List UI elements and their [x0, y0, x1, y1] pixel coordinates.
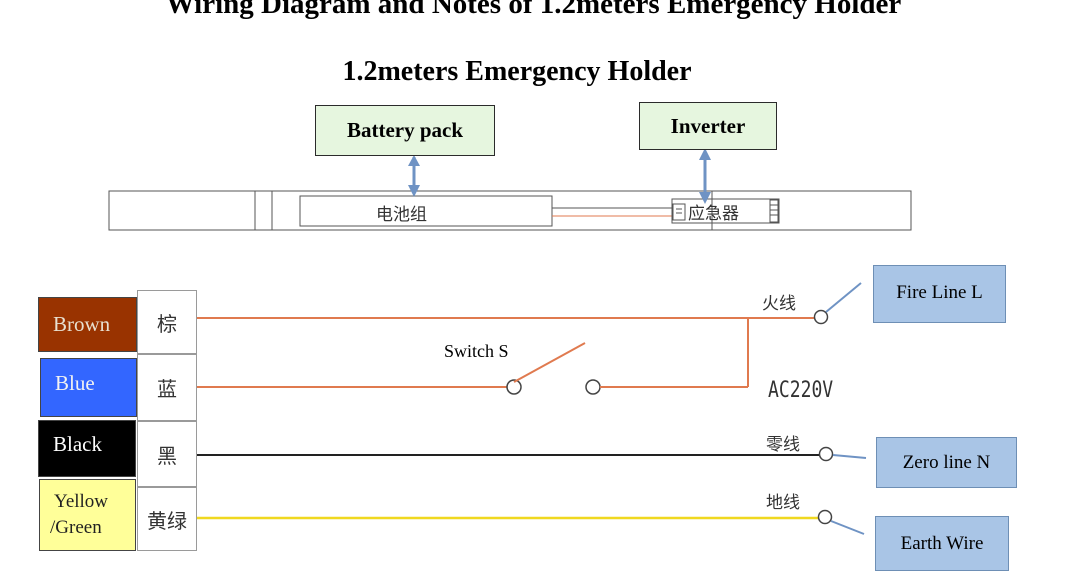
zero-line-label: Zero line N — [902, 451, 991, 473]
switch-lever — [513, 342, 586, 383]
inverter-label: Inverter — [670, 113, 746, 138]
inverter-label-box: Inverter — [639, 102, 777, 150]
wire-cn-blue: 蓝 — [137, 354, 197, 421]
wire-color-green-label: /Green — [50, 517, 102, 538]
wire-cn-black: 黑 — [137, 421, 197, 487]
inverter-terminal-left — [672, 203, 686, 221]
diagram-subtitle: 1.2meters Emergency Holder — [342, 56, 692, 87]
wire-color-blue-label: Blue — [55, 371, 95, 395]
wire-color-yellow-green: Yellow /Green — [39, 479, 136, 551]
wire-color-brown-label: Brown — [53, 312, 111, 336]
battery-pack-cn-label: 电池组 — [376, 205, 427, 225]
switch-contact-right — [585, 379, 601, 395]
zero-line-cn-label: 零线 — [766, 435, 800, 455]
battery-pack-label: Battery pack — [346, 118, 464, 142]
zero-line-terminal — [818, 446, 834, 462]
earth-wire-label-box: Earth Wire — [875, 516, 1009, 571]
fire-line-cn-label: 火线 — [762, 294, 796, 314]
page-title: Wiring Diagram and Notes of 1.2meters Em… — [165, 0, 902, 20]
voltage-label: AC220V — [768, 378, 834, 403]
switch-label: Switch S — [444, 341, 509, 361]
switch-contact-left — [506, 379, 522, 395]
battery-pack-label-box: Battery pack — [315, 105, 495, 156]
wire-color-black-label: Black — [53, 432, 102, 456]
wire-color-blue: Blue — [40, 358, 137, 417]
wire-color-yellow-label: Yellow — [54, 491, 109, 512]
earth-wire-terminal — [817, 509, 833, 525]
wire-color-black: Black — [38, 420, 136, 477]
wire-cn-brown: 棕 — [137, 290, 197, 354]
fire-line-label-box: Fire Line L — [873, 265, 1006, 323]
zero-line-pointer — [832, 454, 867, 459]
inverter-terminal-right — [769, 199, 779, 223]
earth-wire-pointer — [830, 520, 865, 535]
wire-cn-yellow-green: 黄绿 — [137, 487, 197, 551]
fire-line-pointer — [825, 282, 862, 313]
inverter-cn-label: 应急器 — [688, 204, 739, 224]
wire-color-brown: Brown — [38, 297, 137, 352]
battery-pack-body — [299, 195, 553, 227]
zero-line-label-box: Zero line N — [876, 437, 1017, 488]
earth-wire-label: Earth Wire — [900, 532, 984, 554]
earth-wire-cn-label: 地线 — [766, 493, 800, 513]
fire-line-terminal — [813, 309, 829, 325]
inverter-body — [671, 198, 780, 224]
fire-line-label: Fire Line L — [896, 282, 983, 303]
